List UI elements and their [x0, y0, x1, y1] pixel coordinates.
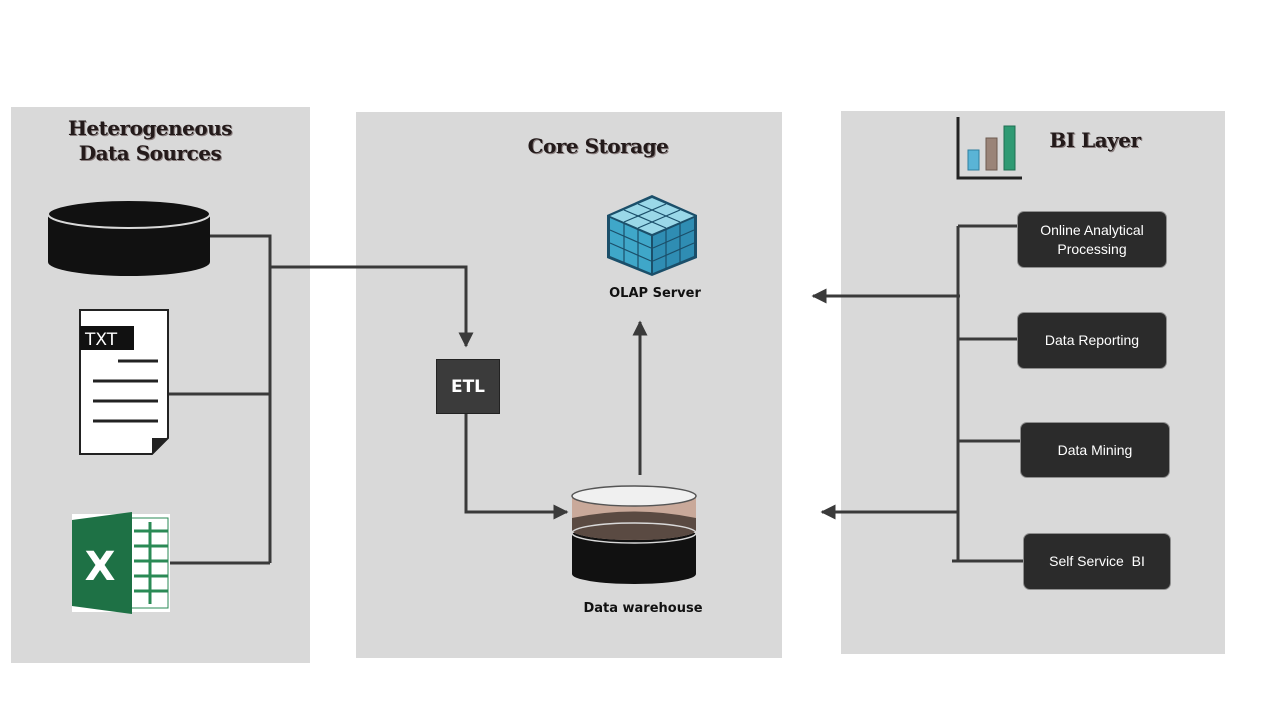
heading-data-sources-text: Heterogeneous Data Sources [67, 116, 233, 165]
bi-item-online-analytical-processing[interactable]: Online Analytical Processing [1017, 211, 1167, 268]
heading-core-storage: Core Storage [527, 134, 669, 158]
excel-letter: X [85, 544, 116, 590]
bar-chart-icon [956, 117, 1022, 180]
etl-label: ETL [450, 376, 486, 397]
data-warehouse-label: Data warehouse [583, 601, 703, 616]
etl-to-warehouse-arrow [464, 412, 569, 520]
bi-item-data-reporting[interactable]: Data Reporting [1017, 312, 1167, 369]
bi-item-data-mining[interactable]: Data Mining [1020, 422, 1170, 478]
bi-item-label: Online Analytical Processing [1040, 221, 1144, 257]
database-icon [47, 199, 211, 276]
panel-core-storage [356, 112, 782, 658]
source-trunk-line [210, 234, 272, 563]
bi-item-self-service-bi[interactable]: Self Service BI [1023, 533, 1171, 590]
source-connectors [168, 234, 648, 565]
heading-bi-layer: BI Layer [1049, 128, 1141, 152]
warehouse-cylinder-icon [571, 485, 697, 584]
txt-label: TXT [84, 330, 118, 350]
heading-data-sources: Heterogeneous Data Sources [55, 116, 245, 166]
bi-item-label: Self Service BI [1049, 553, 1145, 569]
etl-box[interactable]: ETL [436, 359, 500, 414]
olap-server-label: OLAP Server [609, 286, 701, 301]
bi-item-label: Data Mining [1057, 441, 1133, 458]
bi-item-label: Data Reporting [1044, 332, 1140, 348]
bi-connectors [811, 224, 1023, 563]
cube-icon [607, 195, 697, 276]
excel-icon [72, 512, 170, 614]
txt-document-icon [79, 309, 169, 455]
sources-to-etl-arrow [270, 265, 474, 348]
